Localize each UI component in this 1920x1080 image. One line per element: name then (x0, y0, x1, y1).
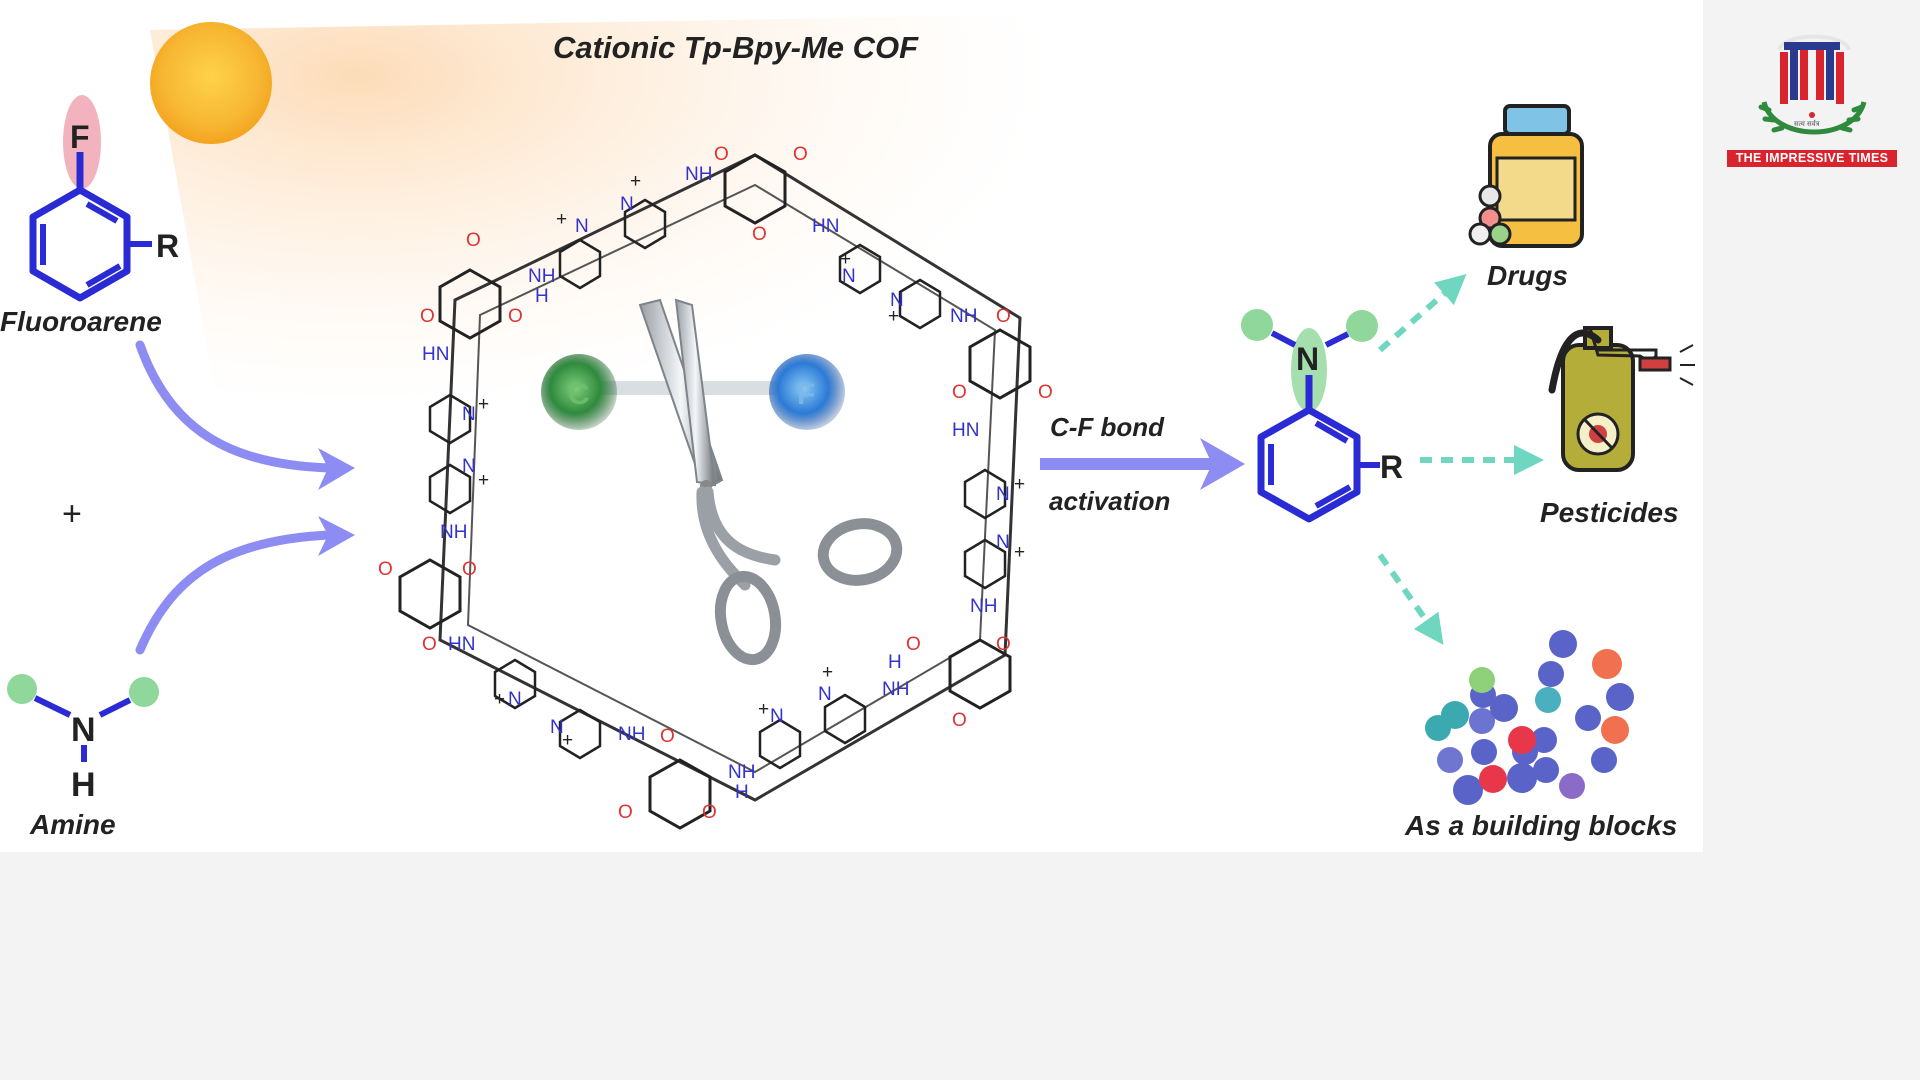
building-blocks-icon (1425, 630, 1634, 805)
cof-o-3: O (752, 224, 767, 245)
cof-o-15: O (952, 710, 967, 731)
amine-label: Amine (29, 809, 116, 840)
cof-nplus-3: N (462, 404, 476, 425)
cof-plus-7: + (758, 699, 769, 720)
cof-plus-9: + (1014, 542, 1025, 563)
fluorine-ball (769, 354, 845, 430)
cof-o-14: O (996, 634, 1011, 655)
cof-nh-5: NH (728, 762, 755, 783)
product-group-right (1346, 310, 1378, 342)
light-beam (150, 10, 1300, 560)
cof-plus-8: + (822, 662, 833, 683)
cof-hn-4: HN (952, 420, 979, 441)
cof-nplus-6: N (550, 717, 564, 738)
cof-hn-2: HN (422, 344, 449, 365)
product-nitrogen: N (1296, 341, 1319, 377)
reaction-label-line2: activation (1049, 486, 1170, 516)
product-n-highlight (1291, 328, 1327, 412)
application-arrows (1377, 274, 1544, 645)
cof-nh-6: NH (882, 679, 909, 700)
cof-plus-11: + (888, 306, 899, 327)
cof-nh-7: NH (970, 596, 997, 617)
cof-nplus-4: N (462, 456, 476, 477)
reaction-label-line1: C-F bond (1050, 412, 1165, 442)
logo-text: THE IMPRESSIVE TIMES (1727, 150, 1897, 167)
amine-group-left (7, 674, 37, 704)
cof-o-4: O (466, 230, 481, 251)
cof-o-6: O (508, 306, 523, 327)
cof-hn-3: HN (448, 634, 475, 655)
cof-nplus-1: N (620, 194, 634, 215)
cof-plus-12: + (840, 249, 851, 270)
cof-plus-3: + (478, 394, 489, 415)
cof-h-1: H (535, 286, 549, 307)
cof-h-3: H (888, 652, 902, 673)
amine-nitrogen: N (71, 711, 96, 749)
cof-nplus-9: N (996, 532, 1010, 553)
amine-group-right (129, 677, 159, 707)
scissors-icon (638, 298, 903, 666)
cof-o-1: O (714, 144, 729, 165)
cof-o-11: O (618, 802, 633, 823)
fluorine-atom: F (70, 119, 90, 155)
cof-nh-2: NH (528, 266, 555, 287)
product-structure: N R (1241, 309, 1403, 523)
cof-o-8: O (462, 559, 477, 580)
cof-o-13: O (906, 634, 921, 655)
drugs-label: Drugs (1487, 260, 1568, 291)
cof-nplus-10: N (996, 484, 1010, 505)
cof-o-5: O (420, 306, 435, 327)
cof-o-9: O (422, 634, 437, 655)
cof-nplus-12: N (842, 266, 856, 287)
cof-hn-1: HN (812, 216, 839, 237)
cof-o-17: O (1038, 382, 1053, 403)
cof-plus-4: + (478, 470, 489, 491)
amine-structure: N H (7, 674, 159, 804)
cof-plus-1: + (630, 171, 641, 192)
figure-title: Cationic Tp-Bpy-Me COF (553, 30, 919, 65)
cof-nh-4: NH (618, 724, 645, 745)
cof-nh-1: NH (685, 164, 712, 185)
carbon-ball (541, 354, 617, 430)
cof-framework: O O O HN NH N + N + O O O NH H HN N + N … (378, 144, 1053, 830)
product-group-left (1241, 309, 1273, 341)
fluorine-atom-label: F (797, 378, 815, 411)
pesticides-label: Pesticides (1540, 497, 1679, 528)
cof-nplus-8: N (818, 684, 832, 705)
cof-plus-2: + (556, 209, 567, 230)
cof-o-12: O (702, 802, 717, 823)
fluoroarene-label: Fluoroarene (0, 306, 162, 337)
cof-nh-3: NH (440, 522, 467, 543)
reaction-arrow (1040, 438, 1245, 490)
cof-plus-5: + (494, 689, 505, 710)
reactant-arrows (135, 340, 335, 655)
plus-sign: + (62, 495, 82, 533)
cof-o-16: O (952, 382, 967, 403)
cof-nplus-5: N (508, 689, 522, 710)
carbon-atom-label: C (568, 378, 590, 411)
logo-tagline: सत्य सर्वत्र (1794, 119, 1820, 128)
cof-o-7: O (378, 559, 393, 580)
sun-icon (150, 22, 272, 144)
cof-plus-10: + (1014, 474, 1025, 495)
cof-nh-8: NH (950, 306, 977, 327)
fluorine-highlight (63, 95, 101, 189)
reaction-scheme-figure: Cationic Tp-Bpy-Me COF F R Fluoroarene +… (0, 0, 1703, 852)
cof-o-2: O (793, 144, 808, 165)
cof-nplus-2: N (575, 216, 589, 237)
cof-nplus-11: N (890, 290, 904, 311)
the-impressive-times-logo: सत्य सर्वत्र (1724, 22, 1900, 172)
amine-hydrogen: H (71, 766, 96, 804)
drug-bottle-icon (1468, 104, 1584, 248)
building-blocks-label: As a building blocks (1404, 810, 1677, 841)
cof-o-10: O (660, 726, 675, 747)
cof-nplus-7: N (770, 706, 784, 727)
cof-o-18: O (996, 306, 1011, 327)
substituent-r: R (156, 228, 179, 264)
cof-h-2: H (735, 782, 749, 803)
product-substituent-r: R (1380, 449, 1403, 485)
cof-plus-6: + (562, 730, 573, 751)
pesticide-sprayer-icon (1548, 326, 1695, 472)
fluoroarene-structure: F R (29, 95, 179, 302)
